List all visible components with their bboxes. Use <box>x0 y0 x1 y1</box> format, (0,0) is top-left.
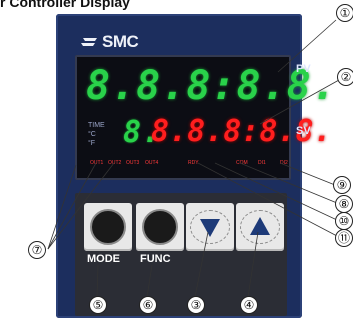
down-button[interactable] <box>186 203 234 251</box>
indicator-rdy: RDY <box>188 160 199 166</box>
up-triangle-icon <box>250 217 270 235</box>
pv-digits: 8.8.8:8.8. <box>86 63 337 109</box>
callout-4: ④ <box>240 296 258 314</box>
func-button-label: FUNC <box>140 253 171 265</box>
round-key-icon <box>90 209 126 245</box>
callout-11: ⑪ <box>335 229 353 247</box>
indicator-out2: OUT2 <box>108 160 122 166</box>
indicator-di2: DI2 <box>280 160 288 166</box>
callout-2: ② <box>337 68 353 86</box>
indicator-com: COM <box>236 160 248 166</box>
round-key-icon <box>142 209 178 245</box>
callout-5: ⑤ <box>89 296 107 314</box>
small-digit: 8. <box>123 115 162 150</box>
smc-logo-icon <box>81 38 97 46</box>
indicator-di1: DI1 <box>258 160 266 166</box>
callout-10: ⑩ <box>335 212 353 230</box>
mode-button[interactable] <box>84 203 132 251</box>
func-button[interactable] <box>136 203 184 251</box>
callout-1: ① <box>336 4 353 22</box>
indicator-out4: OUT4 <box>145 160 159 166</box>
callout-6: ⑥ <box>139 296 157 314</box>
unit-time: TIME <box>88 122 105 129</box>
down-triangle-icon <box>200 219 220 237</box>
lcd-display <box>75 55 291 180</box>
key-outline <box>240 210 280 244</box>
page-title: r Controller Display <box>0 0 130 10</box>
sv-digits: 8.8.8:8.8. <box>151 114 332 149</box>
indicator-out1: OUT1 <box>90 160 104 166</box>
callout-3: ③ <box>187 296 205 314</box>
indicator-out3: OUT3 <box>126 160 140 166</box>
callout-7: ⑦ <box>28 241 46 259</box>
logo-text: SMC <box>102 32 139 51</box>
up-button[interactable] <box>236 203 284 251</box>
unit-fahrenheit: °F <box>88 140 96 147</box>
unit-celsius: °C <box>88 131 96 138</box>
pv-label: PV <box>296 63 311 75</box>
callout-8: ⑧ <box>335 195 353 213</box>
brand-logo: SMC <box>81 32 139 51</box>
key-outline <box>190 210 230 244</box>
mode-button-label: MODE <box>87 253 120 265</box>
callout-9: ⑨ <box>333 176 351 194</box>
sv-label: SV <box>296 125 311 137</box>
